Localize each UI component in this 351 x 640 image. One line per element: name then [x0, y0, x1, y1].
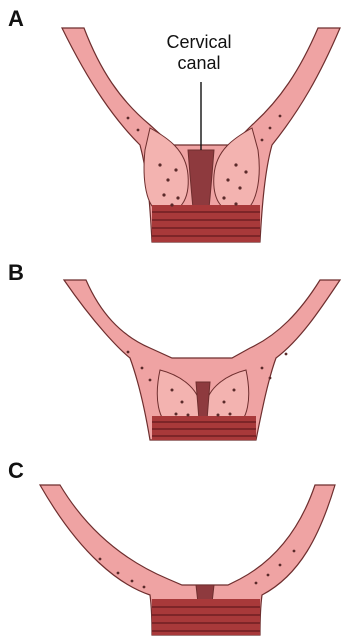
panel-b-muscle-base	[152, 416, 256, 440]
panel-b-diagram	[0, 250, 351, 450]
panel-c-muscle-base	[152, 599, 260, 635]
panel-b-cervical-canal	[196, 382, 210, 420]
panel-a-diagram	[0, 0, 351, 250]
panel-c-cervix	[40, 485, 335, 635]
panel-a-cervix	[62, 28, 340, 242]
panel-a-muscle-base	[152, 205, 260, 242]
panel-a-left-lobe	[144, 128, 188, 212]
panel-b-cervix	[64, 280, 340, 440]
panel-c-diagram	[0, 455, 351, 640]
panel-a-right-lobe	[214, 128, 259, 212]
